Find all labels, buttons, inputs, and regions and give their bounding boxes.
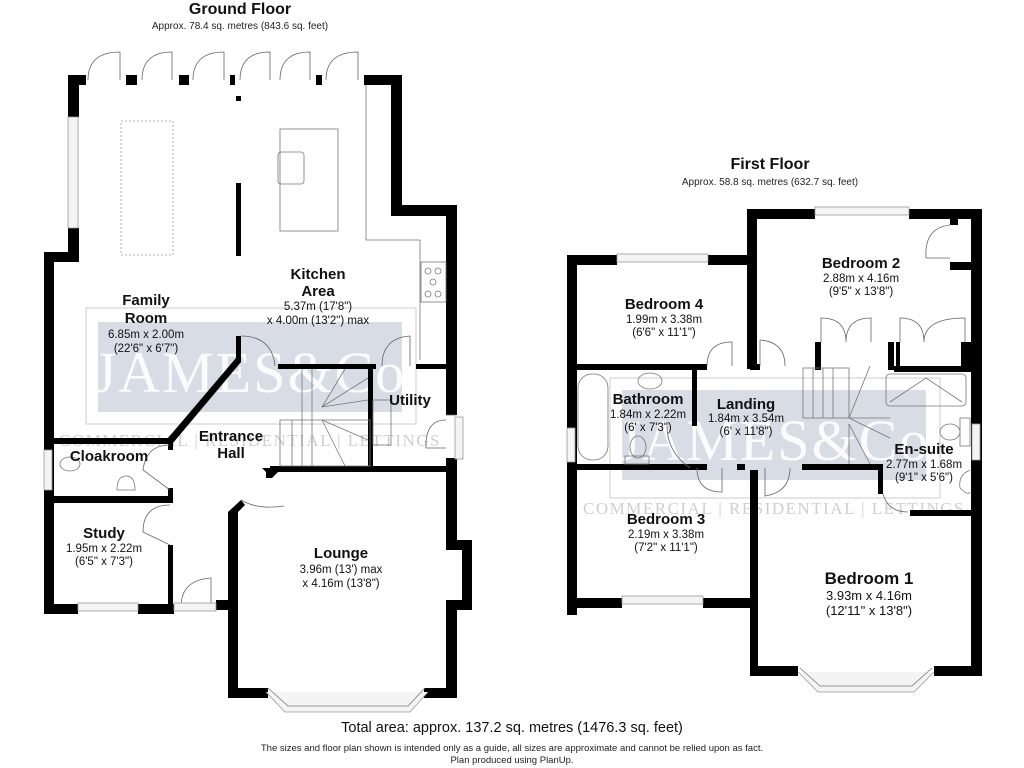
svg-text:(9'5" x 13'8"): (9'5" x 13'8") — [829, 286, 894, 298]
room-bedroom-4: Bedroom 4 1.99m x 3.38m (6'6" x 11'1") — [625, 296, 704, 339]
ground-floor-area: Approx. 78.4 sq. metres (843.6 sq. feet) — [151, 21, 329, 32]
ground-floor-title: Ground Floor — [188, 1, 292, 18]
room-landing: Landing 1.84m x 3.54m (6' x 11'8") — [708, 396, 784, 438]
svg-text:JAMES&Co: JAMES&Co — [618, 408, 931, 473]
watermark-ground: JAMES&Co COMMERCIAL | RESIDENTIAL | LETT… — [59, 307, 441, 450]
svg-text:x 4.16m (13'8"): x 4.16m (13'8") — [302, 578, 379, 590]
svg-text:2.77m x 1.68m: 2.77m x 1.68m — [886, 459, 962, 471]
room-bedroom-1: Bedroom 1 3.93m x 4.16m (12'11" x 13'8") — [825, 569, 914, 618]
room-study: Study 1.95m x 2.22m (6'5" x 7'3") — [66, 525, 142, 568]
svg-text:Bedroom 1: Bedroom 1 — [825, 569, 914, 588]
first-floor-title: First Floor — [730, 156, 810, 173]
room-entrance-hall: Entrance Hall — [199, 428, 263, 462]
svg-text:Bedroom 3: Bedroom 3 — [627, 511, 705, 528]
svg-text:1.84m x 3.54m: 1.84m x 3.54m — [708, 413, 784, 425]
svg-text:(6'5" x 7'3"): (6'5" x 7'3") — [75, 556, 133, 568]
total-area: Total area: approx. 137.2 sq. metres (14… — [341, 720, 683, 736]
svg-text:1.84m x 2.22m: 1.84m x 2.22m — [610, 409, 686, 421]
svg-text:Landing: Landing — [717, 396, 775, 413]
disclaimer: The sizes and floor plan shown is intend… — [260, 743, 764, 754]
svg-text:3.93m x 4.16m: 3.93m x 4.16m — [826, 588, 912, 603]
svg-text:Bathroom: Bathroom — [613, 391, 684, 408]
room-lounge: Lounge 3.96m (13') max x 4.16m (13'8") — [300, 545, 383, 590]
svg-text:6.85m x 2.00m: 6.85m x 2.00m — [108, 329, 184, 341]
room-family-room: Family Room 6.85m x 2.00m (22'6" x 6'7") — [108, 292, 184, 355]
svg-text:(6'6" x 11'1"): (6'6" x 11'1") — [632, 327, 696, 339]
svg-text:Kitchen: Kitchen — [290, 266, 345, 283]
first-floor-fixtures — [566, 206, 981, 693]
svg-text:Utility: Utility — [389, 392, 431, 409]
svg-text:(6' x 7'3"): (6' x 7'3") — [624, 422, 672, 434]
svg-text:Room: Room — [125, 310, 168, 327]
svg-text:3.96m (13') max: 3.96m (13') max — [300, 564, 383, 576]
ground-floor-fixtures — [43, 51, 464, 713]
svg-text:COMMERCIAL | RESIDENTIAL |: COMMERCIAL | RESIDENTIAL | LETTINGS — [583, 499, 965, 518]
first-floor-area: Approx. 58.8 sq. metres (632.7 sq. feet) — [681, 177, 859, 188]
svg-text:x 4.00m (13'2") max: x 4.00m (13'2") max — [267, 315, 369, 327]
svg-text:1.95m x 2.22m: 1.95m x 2.22m — [66, 543, 142, 555]
svg-text:Hall: Hall — [217, 445, 245, 462]
svg-text:JAMES&Co: JAMES&Co — [94, 340, 407, 405]
svg-text:2.19m x 3.38m: 2.19m x 3.38m — [628, 529, 704, 541]
svg-text:Bedroom 2: Bedroom 2 — [822, 255, 900, 272]
plan-credit: Plan produced using PlanUp. — [450, 755, 574, 766]
room-bedroom-2: Bedroom 2 2.88m x 4.16m (9'5" x 13'8") — [822, 255, 900, 298]
room-bathroom: Bathroom 1.84m x 2.22m (6' x 7'3") — [610, 391, 686, 434]
room-utility: Utility — [389, 392, 431, 409]
watermark-first: JAMES&Co COMMERCIAL | RESIDENTIAL | LETT… — [583, 377, 965, 518]
svg-text:Family: Family — [122, 292, 170, 309]
svg-text:(22'6" x 6'7"): (22'6" x 6'7") — [114, 343, 179, 355]
svg-text:5.37m (17'8"): 5.37m (17'8") — [284, 301, 352, 313]
svg-text:(12'11" x 13'8"): (12'11" x 13'8") — [826, 603, 912, 618]
ground-floor-walls — [44, 75, 472, 698]
svg-text:Entrance: Entrance — [199, 428, 263, 445]
svg-text:(7'2" x 11'1"): (7'2" x 11'1") — [634, 542, 698, 554]
room-en-suite: En-suite 2.77m x 1.68m (9'1" x 5'6") — [886, 441, 962, 484]
room-bedroom-3: Bedroom 3 2.19m x 3.38m (7'2" x 11'1") — [627, 511, 705, 554]
svg-text:Bedroom 4: Bedroom 4 — [625, 296, 704, 313]
svg-text:(6' x 11'8"): (6' x 11'8") — [719, 426, 772, 438]
svg-text:1.99m x 3.38m: 1.99m x 3.38m — [626, 314, 702, 326]
svg-text:Area: Area — [301, 283, 335, 300]
svg-text:Study: Study — [83, 525, 125, 542]
svg-text:En-suite: En-suite — [894, 441, 953, 458]
room-cloakroom: Cloakroom — [70, 448, 148, 465]
svg-text:(9'1" x 5'6"): (9'1" x 5'6") — [895, 472, 953, 484]
svg-text:Cloakroom: Cloakroom — [70, 448, 148, 465]
svg-text:COMMERCIAL | RESIDENTIAL |: COMMERCIAL | RESIDENTIAL | LETTINGS — [59, 431, 441, 450]
room-kitchen-area: Kitchen Area 5.37m (17'8") x 4.00m (13'2… — [267, 266, 369, 327]
svg-text:2.88m x 4.16m: 2.88m x 4.16m — [823, 273, 899, 285]
svg-text:Lounge: Lounge — [314, 545, 368, 562]
